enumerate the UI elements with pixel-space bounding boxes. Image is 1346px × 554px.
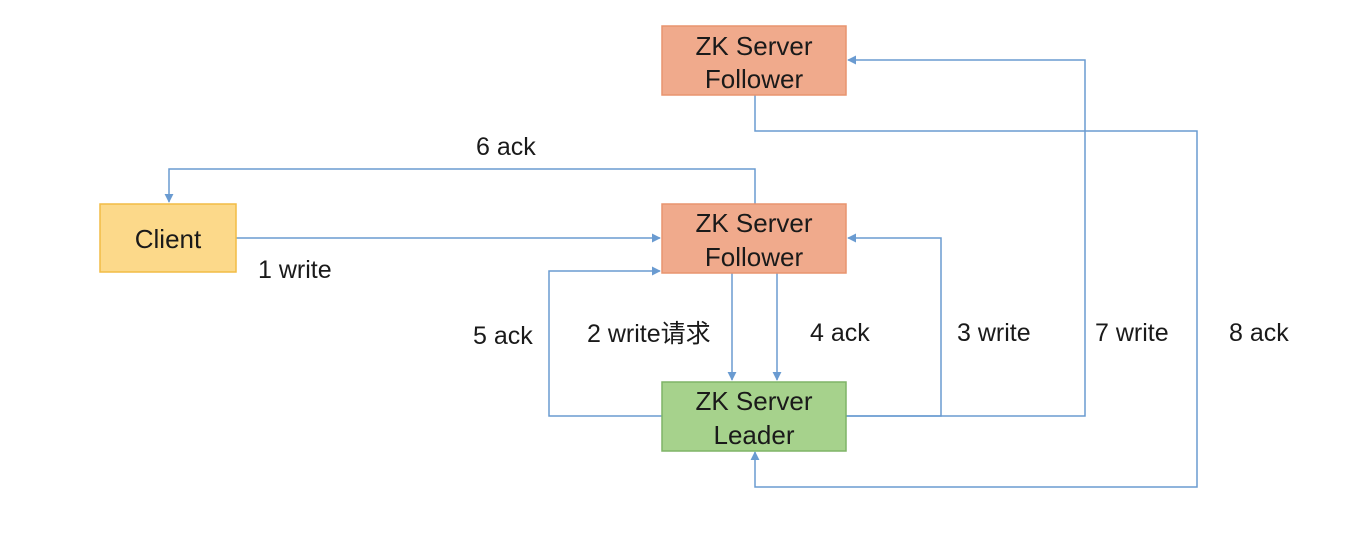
follower-mid-box bbox=[661, 203, 847, 274]
follower-mid-label-line1: ZK Server bbox=[695, 208, 812, 238]
node-zk-server-follower-mid: ZK Server Follower bbox=[661, 203, 847, 274]
edge-5-label: 5 ack bbox=[473, 322, 533, 350]
edge-7-write bbox=[846, 55, 1086, 417]
edge-4-label: 4 ack bbox=[810, 319, 870, 347]
node-zk-server-follower-top: ZK Server Follower bbox=[661, 25, 847, 96]
edge-6-label: 6 ack bbox=[476, 133, 536, 161]
follower-mid-label-line2: Follower bbox=[705, 242, 804, 272]
edge-1-label: 1 write bbox=[258, 256, 332, 284]
leader-label-line1: ZK Server bbox=[695, 386, 812, 416]
edge-2-label: 2 write请求 bbox=[587, 320, 711, 348]
follower-top-label-line1: ZK Server bbox=[695, 31, 812, 61]
edge-3-label: 3 write bbox=[957, 319, 1031, 347]
follower-top-label-line2: Follower bbox=[705, 64, 804, 94]
leader-label-line2: Leader bbox=[714, 420, 795, 450]
node-client: Client bbox=[99, 203, 237, 273]
follower-top-box bbox=[661, 25, 847, 96]
edge-8-ack bbox=[750, 95, 1198, 488]
client-label: Client bbox=[135, 224, 202, 254]
edge-5-ack bbox=[548, 266, 662, 417]
edge-7-label: 7 write bbox=[1095, 319, 1169, 347]
edge-6-ack bbox=[164, 168, 756, 204]
node-zk-server-leader: ZK Server Leader bbox=[661, 381, 847, 452]
client-box bbox=[99, 203, 237, 273]
leader-box bbox=[661, 381, 847, 452]
edge-8-label: 8 ack bbox=[1229, 319, 1289, 347]
